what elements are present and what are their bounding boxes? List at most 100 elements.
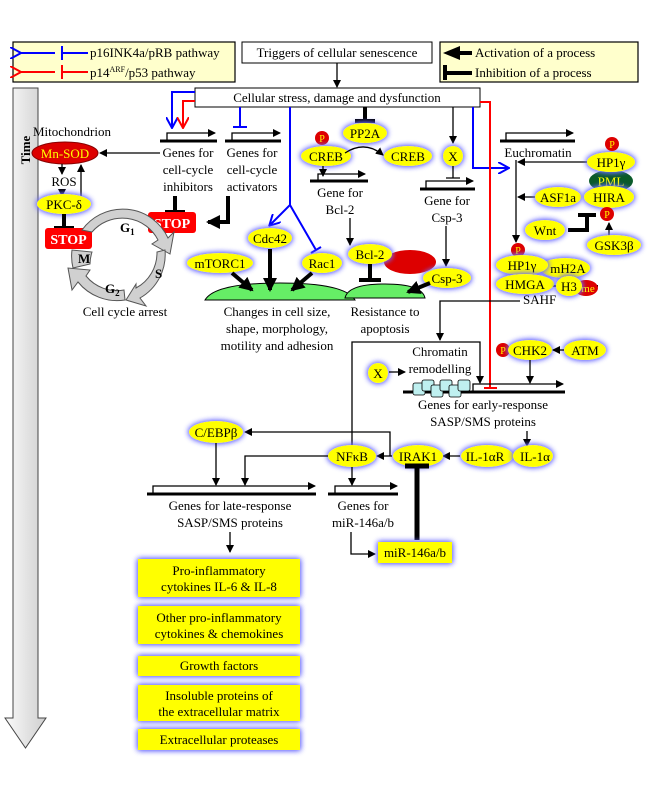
g2-label: G2 bbox=[105, 281, 120, 298]
m-label: M bbox=[78, 251, 90, 266]
morph-caption: Changes in cell size, bbox=[224, 304, 331, 319]
gene-label: Bcl-2 bbox=[326, 202, 355, 217]
gsk3b-node bbox=[587, 235, 641, 255]
stop-label: STOP bbox=[50, 233, 87, 248]
output-box bbox=[138, 656, 300, 676]
time-arrow: Time bbox=[4, 87, 47, 749]
output-label: Pro-inflammatory bbox=[172, 563, 266, 578]
bcl2-node bbox=[348, 244, 392, 264]
mtorc1-label: mTORC1 bbox=[194, 256, 245, 271]
phospho-icon bbox=[315, 131, 329, 145]
x-label: X bbox=[373, 366, 383, 381]
methyl-label: me bbox=[581, 283, 595, 295]
mh2a-label: mH2A bbox=[550, 261, 586, 276]
stop-sign-left bbox=[45, 228, 92, 249]
x-node bbox=[443, 146, 463, 166]
phospho-icon bbox=[600, 207, 614, 221]
pml-node bbox=[589, 170, 633, 192]
gene-label: activators bbox=[227, 179, 278, 194]
x-label: X bbox=[448, 149, 458, 164]
sasp-outputs: Pro-inflammatory cytokines IL-6 & IL-8 O… bbox=[138, 559, 300, 750]
pp2a-node bbox=[343, 123, 387, 143]
morph-caption: motility and adhesion bbox=[221, 338, 334, 353]
output-label: the extracellular matrix bbox=[158, 704, 280, 719]
il1ar-label: IL-1αR bbox=[466, 449, 505, 464]
gene-label: Gene for bbox=[424, 193, 471, 208]
chk2-node bbox=[508, 340, 552, 360]
chk2-label: CHK2 bbox=[513, 343, 547, 358]
cebpb-label: C/EBPβ bbox=[195, 425, 238, 440]
mir146-label: miR-146a/b bbox=[384, 545, 446, 560]
activation-arrow-icon bbox=[443, 46, 460, 60]
legend-inhibition: Inhibition of a process bbox=[475, 65, 592, 80]
sahf-complex: P mH2A HP1γ me HMGA H3 bbox=[496, 243, 598, 296]
nfkb-label: NFκB bbox=[336, 449, 368, 464]
phospho-label: P bbox=[500, 346, 506, 357]
cell-shape-icon bbox=[204, 282, 356, 301]
inhibitor-genes: Genes for cell-cycle inhibitors bbox=[160, 129, 217, 194]
csp3-label: Csp-3 bbox=[431, 271, 462, 286]
chromatin-label: remodelling bbox=[409, 361, 472, 376]
mir-genes-label: miR-146a/b bbox=[332, 515, 394, 530]
cell-cycle-ring bbox=[67, 208, 175, 307]
cdc42-node bbox=[248, 228, 292, 248]
phospho-label: P bbox=[515, 246, 521, 257]
process-legend: Activation of a process Inhibition of a … bbox=[439, 41, 639, 83]
pkc-delta-node bbox=[37, 194, 91, 214]
rac1-node bbox=[302, 253, 342, 273]
asf1a-node bbox=[535, 187, 581, 207]
euchromatin-label: Euchromatin bbox=[504, 145, 572, 160]
gene-label: cell-cycle bbox=[227, 162, 278, 177]
hira-label: HIRA bbox=[593, 190, 625, 205]
apoptosis-caption: Resistance to bbox=[351, 304, 420, 319]
gene-label: inhibitors bbox=[163, 179, 213, 194]
hp1g-node bbox=[587, 152, 635, 172]
nucleosomes-icon bbox=[412, 379, 471, 398]
mir146-box bbox=[378, 542, 452, 563]
output-box bbox=[138, 606, 300, 644]
legend-p14: p14ARF/p53 pathway bbox=[90, 65, 196, 80]
phospho-label: P bbox=[609, 140, 615, 151]
cebpb-node bbox=[189, 421, 243, 443]
inhibition-bar-icon bbox=[443, 65, 472, 80]
csp3-node bbox=[423, 268, 471, 288]
wnt-label: Wnt bbox=[534, 223, 557, 238]
h3-label: H3 bbox=[561, 279, 577, 294]
apoptotic-cell-icon bbox=[344, 283, 426, 299]
phospho-label: P bbox=[319, 134, 325, 145]
il1a-label: IL-1α bbox=[520, 449, 550, 464]
gene-label: Gene for bbox=[317, 185, 364, 200]
phospho-label: P bbox=[604, 210, 610, 221]
output-box bbox=[138, 559, 300, 597]
mitochondrion-icon bbox=[31, 141, 99, 165]
time-label: Time bbox=[18, 135, 33, 164]
x-node bbox=[368, 363, 388, 383]
wnt-node bbox=[525, 220, 565, 240]
mir-genes-label: Genes for bbox=[338, 498, 390, 513]
blue-inhibit-icon bbox=[61, 46, 88, 60]
atm-node bbox=[564, 340, 606, 360]
apoptosis-caption: apoptosis bbox=[360, 321, 409, 336]
hmga-label: HMGA bbox=[505, 277, 545, 292]
output-label: Extracellular proteases bbox=[160, 732, 279, 747]
phospho-icon bbox=[496, 343, 510, 357]
stress-label: Cellular stress, damage and dysfunction bbox=[233, 90, 441, 105]
red-inhibit-icon bbox=[61, 65, 88, 79]
nfkb-node bbox=[328, 445, 376, 467]
irak1-node bbox=[393, 445, 443, 467]
bcl2-label: Bcl-2 bbox=[356, 247, 385, 262]
gene-label: Genes for bbox=[227, 145, 279, 160]
g1-label: G1 bbox=[120, 220, 135, 237]
gene-label: cell-cycle bbox=[163, 162, 214, 177]
s-label: S bbox=[155, 266, 162, 281]
gene-label: Csp-3 bbox=[431, 210, 462, 225]
hp1g-label: HP1γ bbox=[597, 155, 626, 170]
triggers-label: Triggers of cellular senescence bbox=[257, 45, 418, 60]
creb-p-node bbox=[301, 146, 351, 166]
rac1-label: Rac1 bbox=[309, 256, 336, 271]
activator-genes: Genes for cell-cycle activators bbox=[225, 129, 281, 194]
creb-node bbox=[384, 146, 432, 166]
mitochondrion-small-icon bbox=[384, 250, 436, 274]
pml-label: PML bbox=[598, 174, 625, 189]
